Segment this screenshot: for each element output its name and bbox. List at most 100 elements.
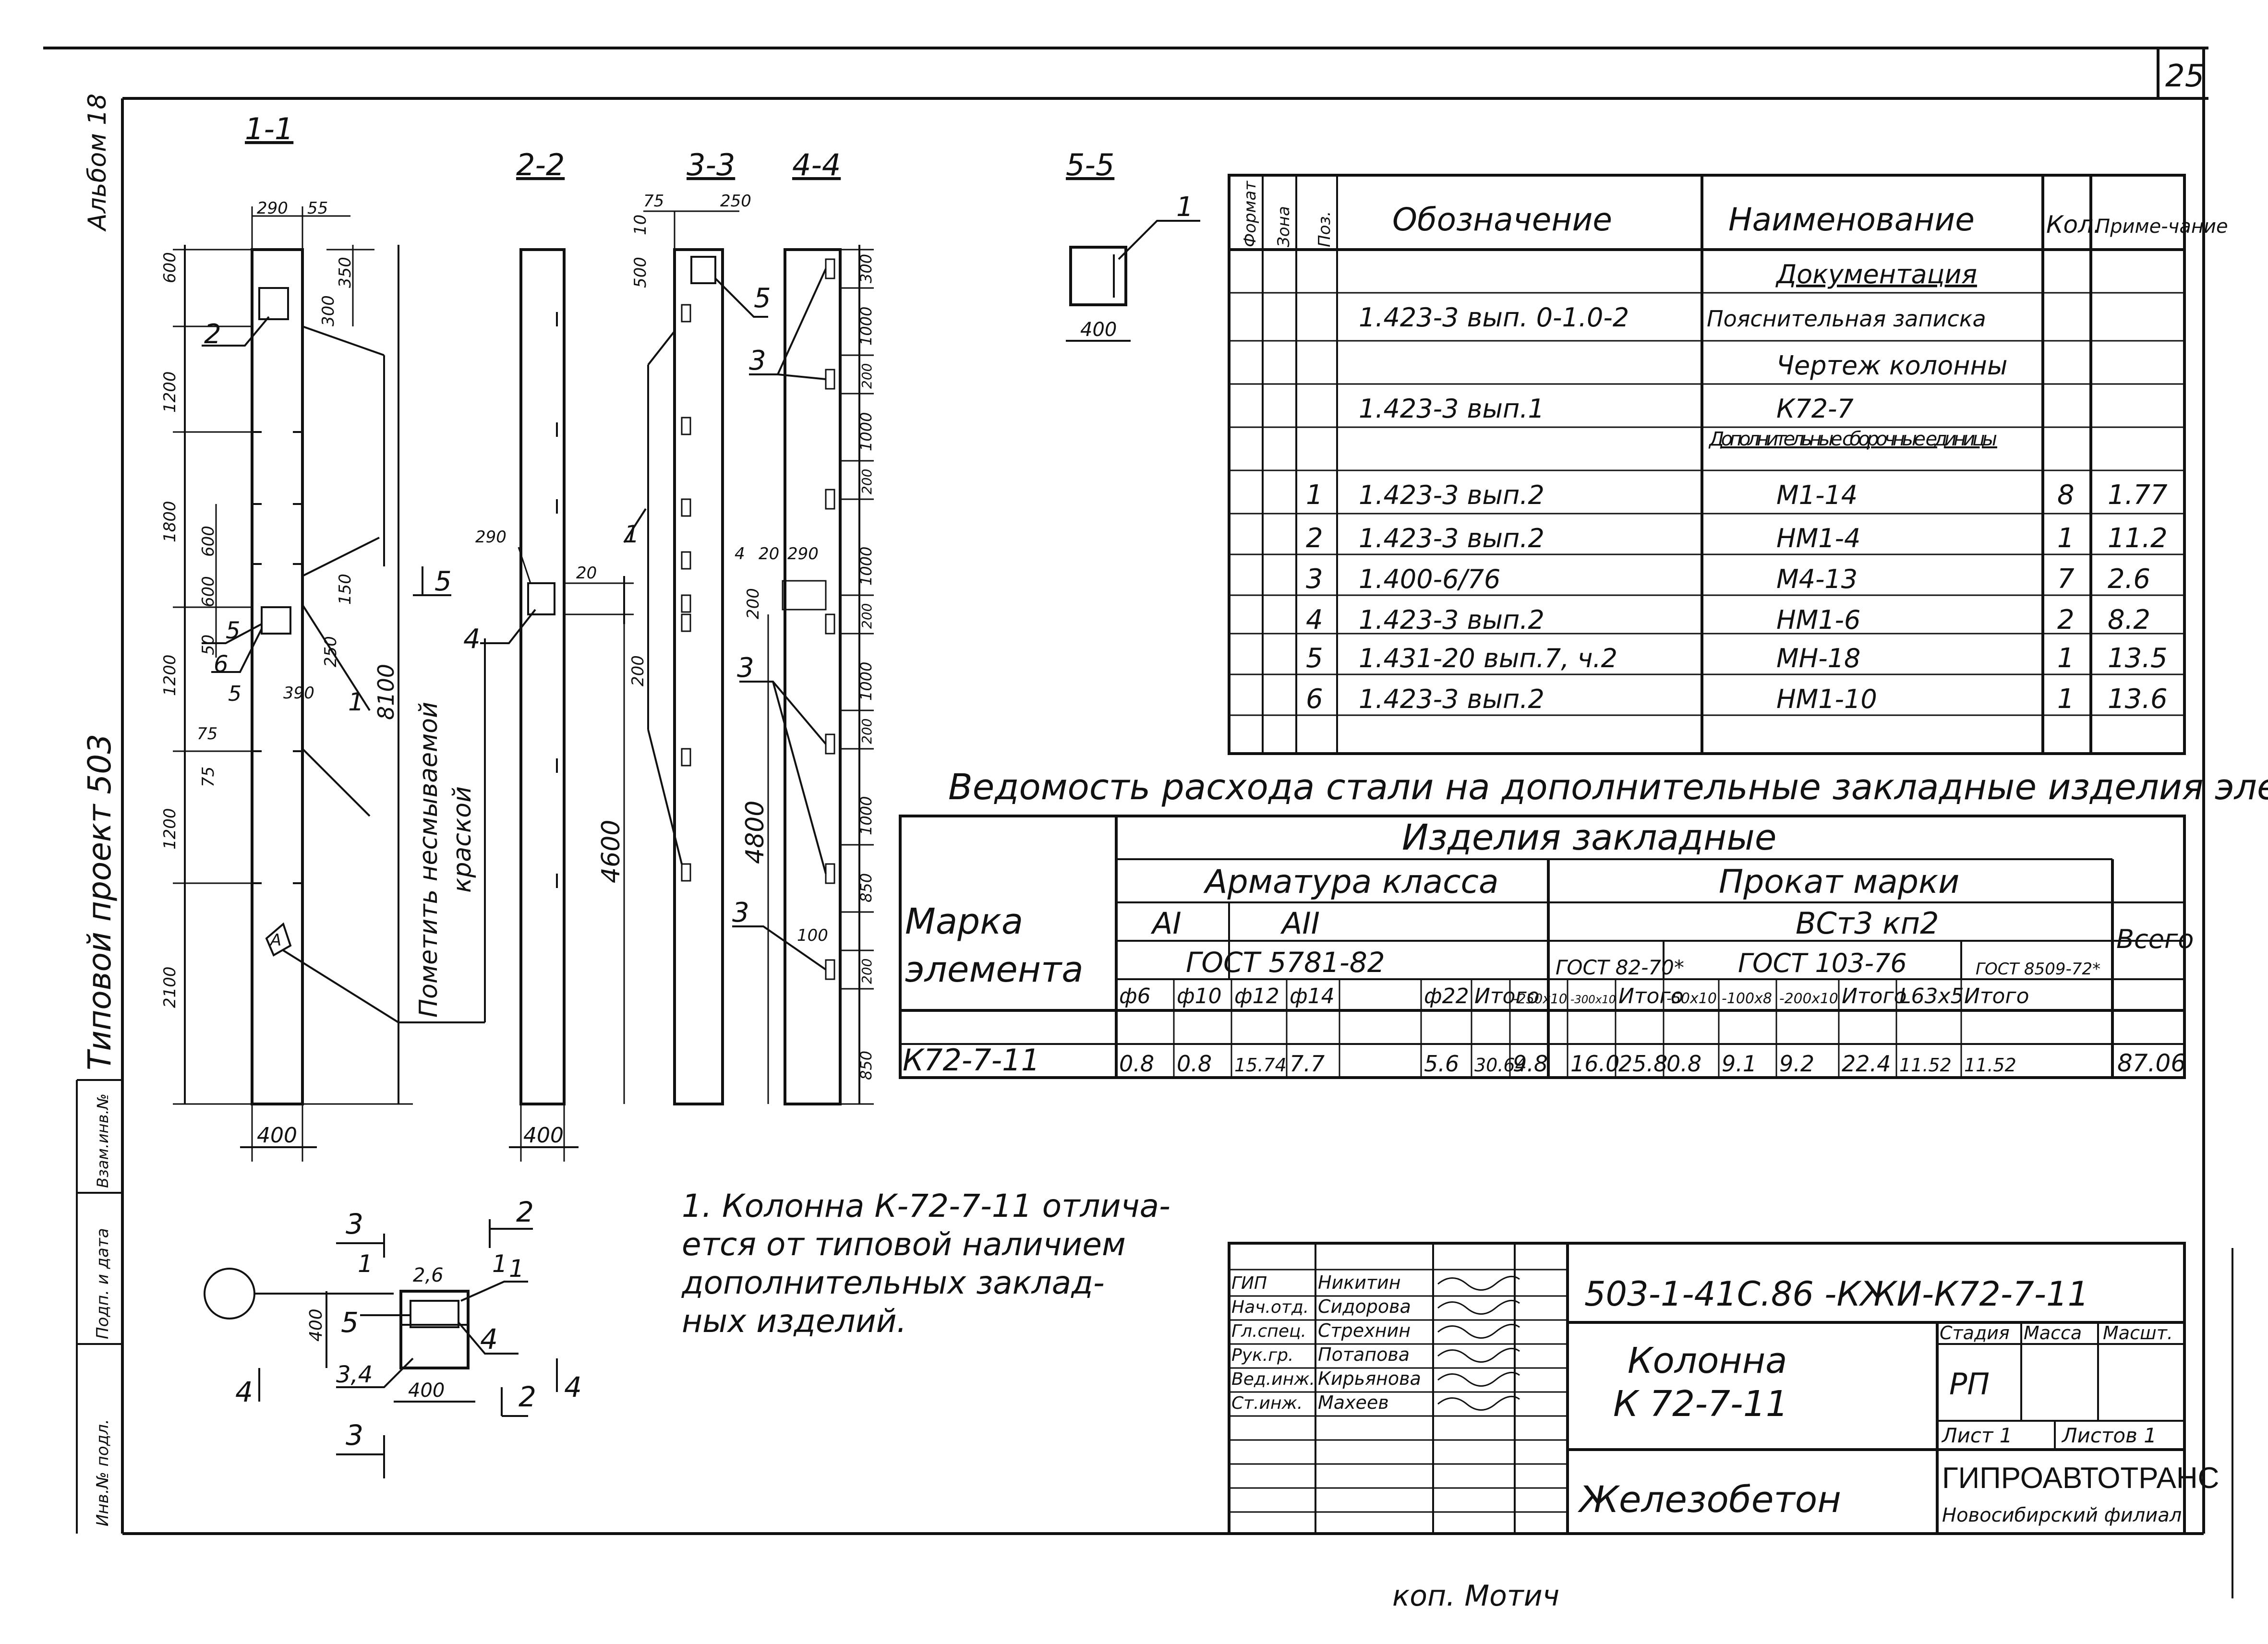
- tb-role: Ст.инж.: [1231, 1393, 1303, 1413]
- steel-h-gost8509: ГОСТ 8509-72*: [1976, 960, 2100, 979]
- dim-1000b: 1000: [857, 412, 875, 451]
- dim-1000e: 1000: [857, 796, 875, 835]
- label-5b: 5: [228, 682, 241, 706]
- spec-row-pos: 4: [1306, 604, 1323, 636]
- steel-title: Ведомость расхода стали на дополнительны…: [948, 767, 2268, 808]
- spec-row-prim: 13.6: [2108, 684, 2168, 715]
- label-5: 5: [754, 283, 771, 314]
- ss-label-4-left: 4: [235, 1376, 253, 1408]
- dim-top-290: 290: [257, 199, 288, 218]
- spec-h-pos: Поз.: [1315, 211, 1334, 247]
- tb-person: Потапова: [1318, 1344, 1410, 1365]
- dim-4600: 4600: [597, 820, 626, 883]
- ss-label-1c: 1: [509, 1255, 524, 1283]
- dim-4: 4: [735, 544, 745, 564]
- spec-row-naim: НМ1-6: [1776, 605, 1860, 635]
- label-3b: 3: [737, 652, 754, 684]
- spec-row-oboz: 1.423-3 вып.2: [1359, 480, 1544, 510]
- tb-role: ГИП: [1231, 1273, 1267, 1293]
- dim-200: 200: [628, 655, 648, 686]
- steel-row-value: 25.8: [1618, 1051, 1667, 1077]
- tb-person: Сидорова: [1318, 1296, 1411, 1317]
- note-line-2: ется от типовой наличием: [682, 1226, 1126, 1263]
- steel-row-value: 11.52: [1964, 1055, 2016, 1076]
- spec-row-oboz: 1.423-3 вып.2: [1359, 605, 1544, 635]
- ss-dim-400h: 400: [408, 1380, 445, 1402]
- steel-h-AII: АII: [1280, 906, 1320, 941]
- tb-h-massa: Масса: [2024, 1322, 2082, 1344]
- spec-row-naim: НМ1-10: [1776, 684, 1877, 714]
- steel-col-header: L63х5: [1899, 984, 1964, 1008]
- label-A: А: [269, 931, 281, 950]
- dim-20: 20: [576, 564, 597, 583]
- spec-row-pos: 6: [1306, 684, 1323, 715]
- spec-row-kol: 7: [2057, 564, 2075, 595]
- tb-stadia: РП: [1949, 1367, 1990, 1402]
- section-1-1-title: 1-1: [245, 111, 293, 146]
- steel-col-header: -50х10: [1666, 990, 1717, 1007]
- section-5-5: 5-5 1 400: [1066, 147, 1200, 342]
- tb-person: Стрехнин: [1318, 1320, 1411, 1341]
- steel-row-value: 0.8: [1119, 1051, 1154, 1077]
- dim-200d: 200: [859, 719, 875, 744]
- label-5a: 5: [226, 617, 241, 644]
- spec-row-naim: Чертеж колонны: [1776, 350, 2007, 381]
- dim-1200b: 1200: [160, 654, 180, 696]
- dim-300: 300: [857, 254, 875, 283]
- section-5-5-title: 5-5: [1066, 147, 1114, 182]
- project-label: Типовой проект 503: [81, 734, 118, 1070]
- dim-75: 75: [643, 192, 664, 211]
- steel-h-vsego: Всего: [2116, 924, 2194, 954]
- steel-col-header: Итого: [1618, 984, 1684, 1008]
- dim-1000c: 1000: [857, 547, 875, 586]
- note-line-3: дополнительных заклад-: [681, 1264, 1105, 1301]
- dim-20: 20: [759, 544, 779, 564]
- steel-col-header: -100х8: [1722, 990, 1772, 1007]
- steel-col-header: -200х10: [1779, 990, 1838, 1007]
- spec-h-prim: Приме-чание: [2096, 216, 2228, 238]
- tb-h-stadia: Стадия: [1940, 1322, 2010, 1344]
- spec-row-naim: Документация: [1775, 259, 1977, 289]
- tb-list: Лист 1: [1941, 1424, 2013, 1447]
- steel-col-header: ф12: [1234, 984, 1279, 1008]
- spec-row-prim: 11.2: [2108, 523, 2168, 554]
- dim-75a: 75: [199, 767, 218, 787]
- dim-250: 250: [321, 636, 340, 667]
- steel-col-header: -300х10: [1570, 994, 1616, 1006]
- spec-table: Формат Зона Поз. Обозначение Наименовани…: [1228, 174, 2228, 755]
- spec-row-naim: К72-7: [1776, 394, 1854, 424]
- note-line-4: ных изделий.: [682, 1303, 906, 1340]
- spec-h-format: Формат: [1241, 180, 1260, 247]
- section-4-4-title: 4-4: [792, 147, 841, 182]
- dim-1800: 1800: [160, 501, 180, 542]
- spec-row-oboz: 1.400-6/76: [1359, 564, 1500, 594]
- spec-row-pos: 5: [1306, 643, 1323, 674]
- dim-8100: 8100: [373, 664, 399, 720]
- tb-material: Железобетон: [1578, 1478, 1841, 1521]
- tb-name-1: Колонна: [1628, 1340, 1787, 1381]
- steel-row-value: 15.74: [1234, 1055, 1287, 1076]
- dim-850b: 850: [857, 1051, 875, 1080]
- label-3c: 3: [732, 897, 749, 928]
- tb-signature: [1437, 1371, 1520, 1387]
- ss-label-1a: 1: [358, 1250, 373, 1278]
- tb-role: Нач.отд.: [1231, 1297, 1309, 1317]
- dim-400: 400: [1080, 319, 1117, 341]
- label-1: 1: [624, 520, 639, 548]
- steel-row-value: 9.2: [1779, 1051, 1814, 1077]
- spec-row-pos: 3: [1306, 564, 1323, 595]
- spec-row-kol: 2: [2057, 604, 2075, 636]
- spec-row-naim: Дополнительные сборочные единицы: [1708, 428, 1997, 450]
- tb-role: Рук.гр.: [1231, 1345, 1293, 1365]
- ss-label-2-bottom: 2: [519, 1380, 536, 1413]
- steel-h-izdelia: Изделия закладные: [1402, 817, 1776, 858]
- spec-row-pos: 2: [1306, 523, 1323, 554]
- dim-200b: 200: [859, 469, 875, 494]
- steel-h-prokat: Прокат марки: [1719, 863, 1959, 901]
- tb-org: ГИПРОАВТОТРАНС: [1942, 1462, 2219, 1495]
- steel-col-header: -250х10: [1513, 992, 1567, 1007]
- general-note: 1. Колонна К-72-7-11 отлича- ется от тип…: [681, 1188, 1170, 1340]
